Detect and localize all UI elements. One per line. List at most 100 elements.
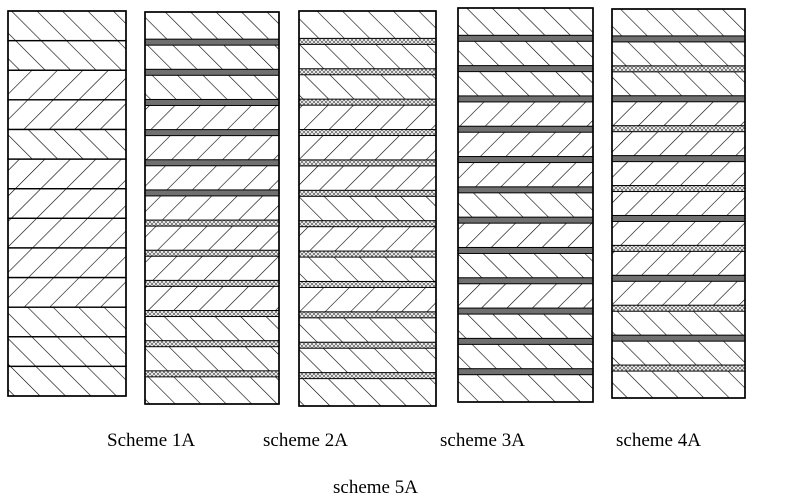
hatched-layer — [298, 71, 437, 103]
hatched-layer — [7, 247, 127, 279]
caption-scheme-2a: scheme 2A — [263, 430, 348, 451]
cross-hatch-interlayer — [298, 159, 437, 167]
solid-interlayer — [457, 95, 594, 103]
hatched-layer — [298, 344, 437, 377]
cross-hatch-interlayer — [298, 68, 437, 76]
solid-interlayer — [144, 129, 280, 137]
hatched-layer — [457, 371, 594, 403]
solid-interlayer — [457, 156, 594, 164]
hatched-layer — [457, 280, 594, 312]
solid-interlayer — [457, 186, 594, 194]
caption-scheme-5a: scheme 5A — [333, 477, 418, 498]
cross-hatch-interlayer — [144, 370, 280, 378]
hatched-layer — [298, 223, 437, 255]
solid-interlayer — [611, 155, 746, 163]
solid-interlayer — [457, 216, 594, 224]
solid-interlayer — [457, 307, 594, 315]
cross-hatch-interlayer — [298, 341, 437, 349]
cross-hatch-interlayer — [144, 219, 280, 227]
cross-hatch-interlayer — [298, 189, 437, 197]
hatched-layer — [298, 131, 437, 164]
hatched-layer — [7, 10, 127, 42]
hatched-layer — [611, 68, 746, 100]
hatched-layer — [7, 217, 127, 249]
solid-interlayer — [457, 125, 594, 133]
hatched-layer — [611, 8, 746, 40]
cross-hatch-interlayer — [611, 364, 746, 372]
hatched-layer — [457, 158, 594, 191]
hatched-layer — [457, 98, 594, 130]
hatched-layer — [144, 162, 280, 194]
hatched-layer — [7, 39, 127, 71]
cross-hatch-interlayer — [298, 250, 437, 258]
hatched-layer — [611, 277, 746, 309]
solid-interlayer — [457, 246, 594, 254]
hatched-layer — [457, 249, 594, 282]
hatched-layer — [457, 7, 594, 39]
hatched-layer — [298, 101, 437, 134]
hatched-layer — [7, 188, 127, 219]
hatched-layer — [7, 306, 127, 338]
cross-hatch-interlayer — [298, 372, 437, 380]
cross-hatch-interlayer — [144, 310, 280, 318]
laminate-stacks — [7, 7, 746, 407]
hatched-layer — [457, 37, 594, 70]
caption-scheme-1a: Scheme 1A — [107, 430, 195, 451]
hatched-layer — [144, 343, 280, 375]
cross-hatch-interlayer — [611, 125, 746, 133]
hatched-layer — [457, 340, 594, 373]
solid-interlayer — [144, 98, 280, 106]
solid-interlayer — [144, 159, 280, 167]
hatched-layer — [7, 336, 127, 368]
hatched-layer — [144, 192, 280, 224]
cross-hatch-interlayer — [298, 98, 437, 106]
stack-outline — [611, 8, 746, 399]
solid-interlayer — [144, 68, 280, 76]
solid-interlayer — [144, 189, 280, 197]
solid-interlayer — [611, 334, 746, 342]
hatched-layer — [7, 69, 127, 101]
hatched-layer — [611, 307, 746, 339]
hatched-layer — [7, 365, 127, 397]
hatched-layer — [457, 219, 594, 252]
hatched-layer — [611, 217, 746, 250]
stack-outline — [298, 10, 437, 407]
hatched-layer — [144, 11, 280, 43]
hatched-layer — [611, 187, 746, 220]
solid-interlayer — [611, 274, 746, 282]
hatched-layer — [298, 10, 437, 43]
stack-outline — [144, 11, 280, 405]
hatched-layer — [144, 222, 280, 254]
hatched-layer — [144, 282, 280, 315]
solid-interlayer — [144, 38, 280, 46]
cross-hatch-interlayer — [611, 244, 746, 252]
cross-hatch-interlayer — [298, 220, 437, 228]
hatched-layer — [457, 128, 594, 161]
solid-interlayer — [457, 368, 594, 376]
stack-outline — [7, 10, 127, 397]
solid-interlayer — [457, 337, 594, 345]
hatched-layer — [298, 192, 437, 225]
hatched-layer — [298, 283, 437, 316]
caption-scheme-3a: scheme 3A — [440, 430, 525, 451]
hatched-layer — [611, 157, 746, 190]
cross-hatch-interlayer — [611, 65, 746, 73]
hatched-layer — [457, 67, 594, 100]
stack-5 — [611, 8, 746, 399]
hatched-layer — [7, 158, 127, 190]
hatched-layer — [144, 41, 280, 73]
cross-hatch-interlayer — [611, 304, 746, 312]
hatched-layer — [611, 128, 746, 160]
cross-hatch-interlayer — [298, 37, 437, 45]
stack-outline — [457, 7, 594, 403]
solid-interlayer — [457, 277, 594, 285]
hatched-layer — [457, 310, 594, 343]
hatched-layer — [611, 38, 746, 70]
stack-4 — [457, 7, 594, 403]
hatched-layer — [7, 99, 127, 131]
cross-hatch-interlayer — [144, 279, 280, 287]
solid-interlayer — [611, 35, 746, 43]
hatched-layer — [144, 373, 280, 405]
cross-hatch-interlayer — [298, 280, 437, 288]
